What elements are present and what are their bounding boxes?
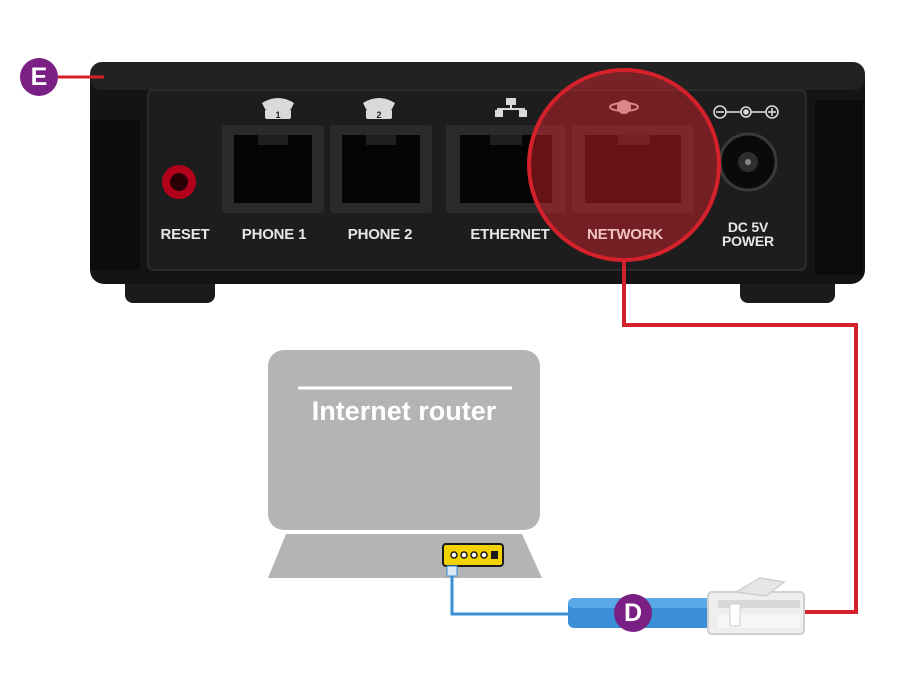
phone2-port xyxy=(330,125,432,213)
device-top-edge xyxy=(90,62,865,90)
router-cable-plug-stub xyxy=(446,565,458,577)
rj45-plug-icon xyxy=(707,577,805,635)
ethernet-port xyxy=(446,125,566,213)
ethernet-network-icon xyxy=(495,98,527,117)
phone1-port xyxy=(222,125,324,213)
phone2-label: PHONE 2 xyxy=(347,226,413,243)
ethernet-label: ETHERNET xyxy=(470,226,550,243)
phone-icon-2 xyxy=(363,98,395,119)
phone1-label: PHONE 1 xyxy=(241,226,307,243)
device-side-right xyxy=(815,100,863,275)
phone1-number: 1 xyxy=(275,110,280,120)
globe-icon xyxy=(609,100,639,114)
dc-polarity-icon xyxy=(713,105,779,119)
power-jack xyxy=(718,132,778,192)
reset-button xyxy=(162,165,196,199)
phone-icon-1 xyxy=(262,98,294,119)
callout-e-badge: E xyxy=(20,58,58,96)
router-cable xyxy=(450,568,572,616)
router-lan-port-icon xyxy=(442,543,504,567)
router-body xyxy=(268,350,540,530)
phone2-number: 2 xyxy=(376,110,381,120)
network-label: NETWORK xyxy=(586,226,664,243)
callout-d-badge: D xyxy=(614,594,652,632)
router-title: Internet router xyxy=(311,396,497,426)
device-side-left xyxy=(90,120,140,270)
network-cable xyxy=(622,260,858,614)
power-label-line2: POWER xyxy=(722,233,774,249)
network-port xyxy=(572,125,694,213)
reset-label: RESET xyxy=(160,226,210,243)
power-label-line1: DC 5V xyxy=(727,219,769,235)
